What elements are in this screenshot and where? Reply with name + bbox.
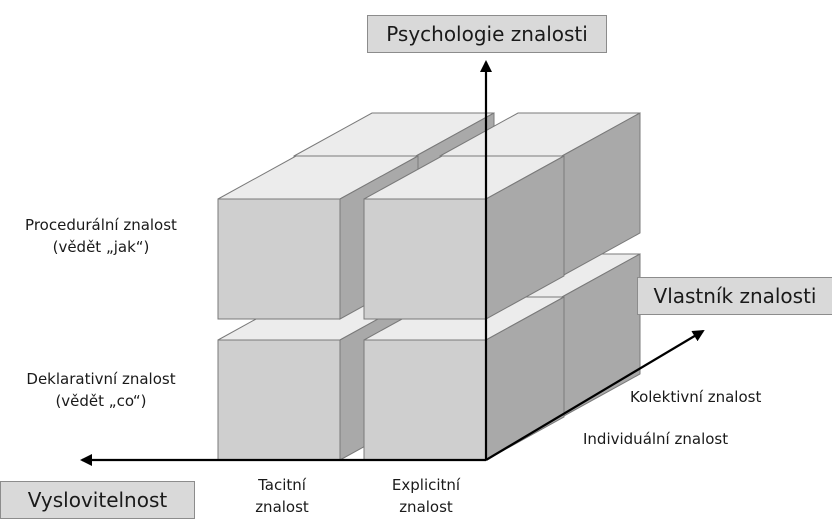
declarative-knowledge-line2: (vědět „co“) (55, 392, 147, 410)
depth-axis-title: Vlastník znalosti (637, 277, 832, 315)
individual-knowledge-label: Individuální znalost (583, 430, 729, 448)
vertical-axis-title: Psychologie znalosti (367, 15, 607, 53)
depth-axis-arrow (485, 329, 705, 461)
cube-front-explicit-procedural-front (363, 198, 487, 320)
procedural-knowledge-label: Procedurální znalost (vědět „jak“) (8, 214, 194, 258)
explicit-knowledge-line2: znalost (399, 498, 453, 516)
explicit-knowledge-line1: Explicitní (391, 476, 461, 494)
tacit-knowledge-label: Tacitní znalost (228, 474, 336, 518)
declarative-knowledge-line1: Deklarativní znalost (26, 370, 176, 388)
cube-front-explicit-declarative-front (363, 339, 487, 461)
axes (80, 60, 705, 466)
cube-front-tacit-procedural-front (217, 198, 341, 320)
collective-knowledge-label: Kolektivní znalost (630, 388, 762, 406)
horizontal-axis-title: Vyslovitelnost (0, 481, 195, 519)
cube-grid (217, 112, 641, 461)
procedural-knowledge-line1: Procedurální znalost (25, 216, 177, 234)
tacit-knowledge-line2: znalost (255, 498, 309, 516)
declarative-knowledge-label: Deklarativní znalost (vědět „co“) (8, 368, 194, 412)
cube-front-tacit-declarative-front (217, 339, 341, 461)
cube-front-explicit-procedural (363, 155, 565, 320)
explicit-knowledge-label: Explicitní znalost (372, 474, 480, 518)
tacit-knowledge-line1: Tacitní (258, 476, 306, 494)
procedural-knowledge-line2: (vědět „jak“) (52, 238, 150, 256)
